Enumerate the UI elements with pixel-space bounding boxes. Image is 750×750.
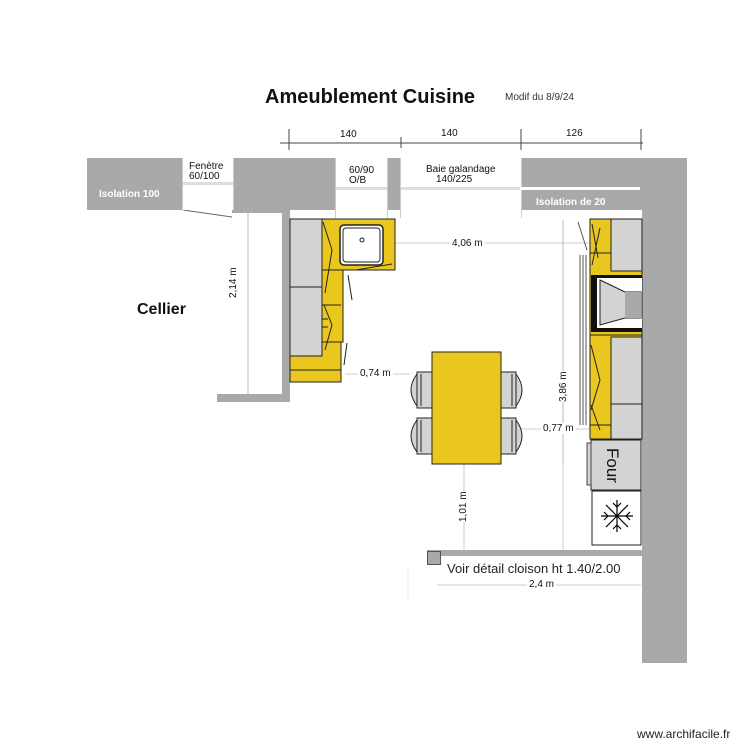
cellier-partition: [282, 210, 290, 402]
dim-top-1: 140: [340, 129, 357, 140]
bay-label-2: 140/225: [436, 174, 473, 185]
bay-rail: [520, 187, 640, 190]
page-title: Ameublement Cuisine: [265, 86, 476, 108]
window-opening: [182, 158, 234, 210]
watermark: www.archifacile.fr: [637, 727, 731, 741]
dim-table-bottom: 1,01 m: [458, 491, 469, 522]
door-window-label-1: 60/90: [349, 165, 375, 176]
door-window-opening: [335, 158, 388, 218]
bay-label-1: Baie galandage: [426, 164, 496, 175]
partition-post: [427, 551, 441, 565]
right-wall: [642, 158, 687, 663]
cellier-bottom-wall: [217, 394, 290, 402]
window-label-1: Fenètre: [189, 161, 224, 172]
revision-date: Modif du 8/9/24: [505, 92, 574, 103]
room-label-cellier: Cellier: [137, 301, 186, 318]
window-label-2: 60/100: [189, 171, 220, 182]
right-insulation-label: Isolation de 20: [536, 197, 606, 208]
partition-note: Voir détail cloison ht 1.40/2.00: [447, 561, 621, 576]
cellier-left-wall: [232, 205, 287, 213]
dim-top-3: 126: [566, 128, 583, 139]
dim-left-clearance: 0,74 m: [358, 368, 393, 379]
dim-partition-width: 2,4 m: [527, 579, 557, 590]
dim-kitchen-width: 4,06 m: [450, 238, 485, 249]
dim-kitchen-length: 3,86 m: [558, 371, 569, 402]
dim-right-clearance: 0,77 m: [541, 423, 576, 434]
door-window-label-2: O/B: [349, 175, 367, 186]
left-insulation-label: Isolation 100: [99, 189, 160, 200]
dim-top-2: 140: [441, 128, 458, 139]
bottom-partition: [427, 550, 642, 556]
